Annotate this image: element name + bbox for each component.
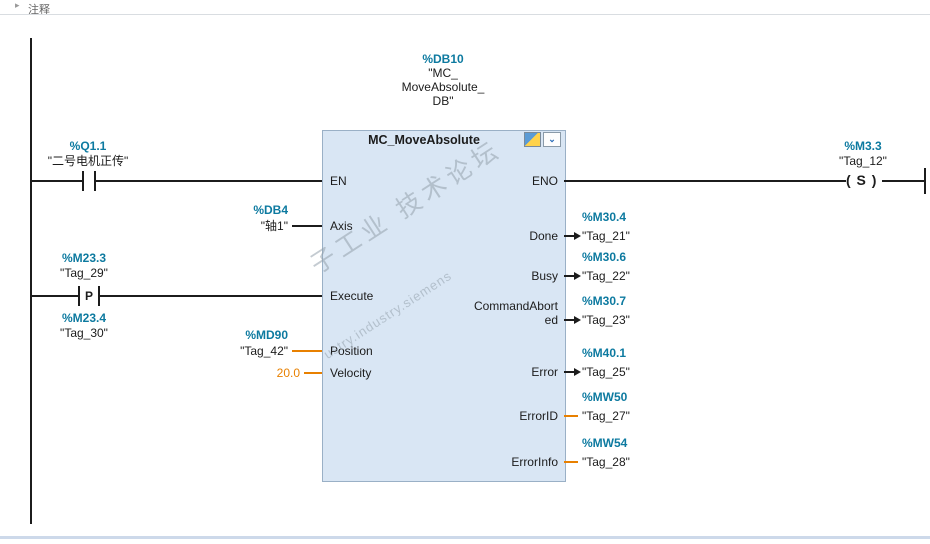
- instance-db-name-line3[interactable]: DB": [432, 94, 454, 108]
- arrowhead-busy: [574, 272, 581, 280]
- block-title[interactable]: MC_MoveAbsolute: [368, 133, 480, 147]
- edge-contact-p-label[interactable]: P: [84, 289, 94, 303]
- wire-eno: [564, 180, 846, 182]
- axis-db-name[interactable]: "轴1": [260, 219, 288, 233]
- commandaborted-name[interactable]: "Tag_23": [582, 313, 630, 327]
- pin-axis[interactable]: Axis: [330, 219, 353, 233]
- arrowhead-done: [574, 232, 581, 240]
- pin-eno[interactable]: ENO: [531, 174, 558, 188]
- en-contact-name[interactable]: "二号电机正传": [47, 154, 129, 168]
- wire-execute-left: [30, 295, 78, 297]
- busy-address[interactable]: %M30.6: [582, 250, 627, 264]
- bottom-separator: [0, 536, 930, 539]
- set-coil-address[interactable]: %M3.3: [844, 139, 882, 153]
- stub-errorinfo: [564, 461, 578, 463]
- wire-execute-right: [100, 295, 322, 297]
- error-name[interactable]: "Tag_25": [582, 365, 630, 379]
- top-separator: [0, 14, 930, 15]
- exec-contact-address[interactable]: %M23.3: [61, 251, 107, 265]
- wire-commandaborted: [564, 319, 576, 321]
- contact-q1-1-bar-left[interactable]: [82, 171, 84, 191]
- pin-commandaborted-line1[interactable]: CommandAbort: [473, 299, 558, 313]
- exec-edge-operand-address[interactable]: %M23.4: [61, 311, 107, 325]
- done-name[interactable]: "Tag_21": [582, 229, 630, 243]
- left-power-rail: [30, 38, 32, 524]
- commandaborted-address[interactable]: %M30.7: [582, 294, 627, 308]
- errorinfo-address[interactable]: %MW54: [582, 436, 628, 450]
- errorid-address[interactable]: %MW50: [582, 390, 628, 404]
- block-toggle-icon[interactable]: ⌄: [543, 132, 561, 147]
- pin-errorid[interactable]: ErrorID: [519, 409, 558, 423]
- contact-q1-1-bar-right[interactable]: [94, 171, 96, 191]
- block-preview-icon[interactable]: [524, 132, 541, 147]
- network-comment-label[interactable]: 注释: [28, 4, 50, 16]
- velocity-constant[interactable]: 20.0: [276, 366, 300, 380]
- set-coil[interactable]: ( S ): [846, 172, 878, 188]
- stub-axis: [292, 225, 322, 227]
- wire-done: [564, 235, 576, 237]
- wire-en-right: [96, 180, 322, 182]
- position-name[interactable]: "Tag_42": [240, 344, 288, 358]
- pin-done[interactable]: Done: [529, 229, 558, 243]
- arrowhead-error: [574, 368, 581, 376]
- errorinfo-name[interactable]: "Tag_28": [582, 455, 630, 469]
- en-contact-address[interactable]: %Q1.1: [69, 139, 107, 153]
- pin-busy[interactable]: Busy: [531, 269, 558, 283]
- pin-velocity[interactable]: Velocity: [330, 366, 372, 380]
- instance-db-name-line1[interactable]: "MC_: [428, 66, 458, 80]
- wire-en-left: [30, 180, 82, 182]
- position-address[interactable]: %MD90: [245, 328, 288, 342]
- stub-errorid: [564, 415, 578, 417]
- arrowhead-commandaborted: [574, 316, 581, 324]
- busy-name[interactable]: "Tag_22": [582, 269, 630, 283]
- errorid-name[interactable]: "Tag_27": [582, 409, 630, 423]
- wire-busy: [564, 275, 576, 277]
- instance-db-address[interactable]: %DB10: [422, 52, 464, 66]
- wire-coil-right: [882, 180, 926, 182]
- pin-execute[interactable]: Execute: [330, 289, 374, 303]
- mc-moveabsolute-block[interactable]: [322, 130, 566, 482]
- contact-p-bar-left[interactable]: [78, 286, 80, 306]
- contact-p-bar-right[interactable]: [98, 286, 100, 306]
- exec-edge-operand-name[interactable]: "Tag_30": [60, 326, 108, 340]
- pin-en[interactable]: EN: [330, 174, 347, 188]
- stub-velocity: [304, 372, 322, 374]
- exec-contact-name[interactable]: "Tag_29": [60, 266, 108, 280]
- comment-collapse-icon[interactable]: ▸: [15, 0, 20, 10]
- wire-error: [564, 371, 576, 373]
- set-coil-name[interactable]: "Tag_12": [839, 154, 887, 168]
- done-address[interactable]: %M30.4: [582, 210, 627, 224]
- stub-position: [292, 350, 322, 352]
- error-address[interactable]: %M40.1: [582, 346, 627, 360]
- instance-db-name-line2[interactable]: MoveAbsolute_: [401, 80, 485, 94]
- pin-error[interactable]: Error: [531, 365, 558, 379]
- pin-commandaborted-line2[interactable]: ed: [544, 313, 558, 327]
- pin-errorinfo[interactable]: ErrorInfo: [511, 455, 558, 469]
- axis-db-address[interactable]: %DB4: [253, 203, 288, 217]
- pin-position[interactable]: Position: [330, 344, 373, 358]
